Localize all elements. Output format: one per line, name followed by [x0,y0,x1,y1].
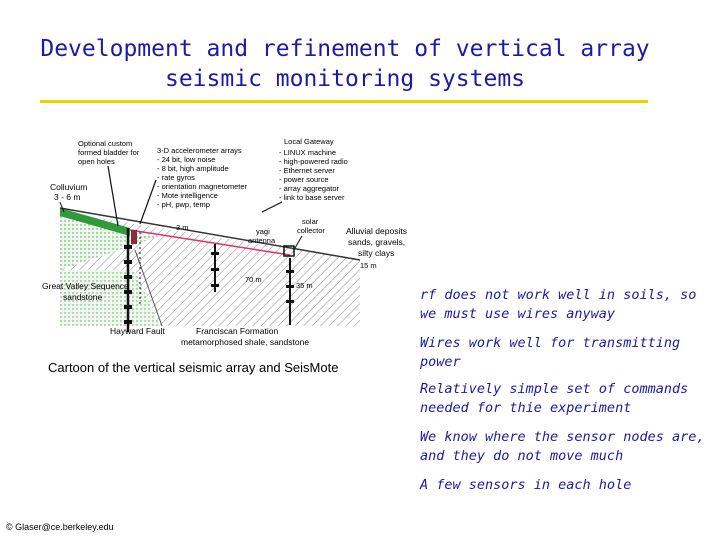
label-colluvium: Colluvium 3 - 6 m [50,182,90,202]
slide-title: Development and refinement of vertical a… [0,34,690,94]
label-franciscan: Franciscan Formation metamorphosed shale… [181,326,309,347]
slide-title-line-1: Development and refinement of vertical a… [40,36,650,62]
label-hayward-fault: Hayward Fault [110,326,165,336]
borehole-1-bladder [131,230,137,244]
label-gateway: Local Gateway - LINUX machine - high-pow… [279,137,350,202]
label-optional-bladder: Optional custom formed bladder for open … [78,139,141,166]
title-underline [40,100,648,103]
label-great-valley: Great Valley Sequence sandstone [42,281,131,302]
note-item: A few sensors in each hole [420,477,632,493]
notes-list: rf does not work well in soils, so we mu… [420,286,715,505]
colluvium-band [60,208,130,236]
note-item: We know where the sensor nodes are, and … [420,429,705,464]
leader-gateway [261,201,283,213]
gateway-box [283,245,295,257]
seismic-array-diagram: Optional custom formed bladder for open … [42,137,409,347]
label-yagi: yagi antenna [248,227,276,245]
ground-surface [59,207,361,261]
colluvium-layer [60,212,160,270]
label-alluvial: Alluvial deposits sands, gravels, silty … [346,226,409,258]
borehole-3-sensors [286,270,294,303]
label-depth-70m: 70 m [245,275,262,284]
label-depth-35m: 35 m [296,281,313,290]
leader-colluvium [59,201,65,213]
label-solar: solar collector [297,217,325,235]
note-item: Wires work well for transmitting power [420,335,681,370]
label-depth-3m: 3 m [176,223,189,232]
note-item: Relatively simple set of commands needed… [420,381,689,416]
antenna-link [129,229,291,256]
copyright-credit: © Glaser@ce.berkeley.edu [6,522,114,532]
label-depth-15m: 15 m [360,261,377,270]
label-accelerometer: 3-D accelerometer arrays - 24 bit, low n… [157,146,249,209]
great-valley-layer [60,270,160,326]
borehole-1-sensors [124,245,132,324]
leader-accelerometer [139,179,157,225]
borehole-2-sensors [211,252,219,287]
slide-title-line-2: seismic monitoring systems [164,66,526,92]
note-item: rf does not work well in soils, so we mu… [420,287,697,322]
diagram-caption: Cartoon of the vertical seismic array an… [48,360,339,375]
leader-bladder [107,165,119,227]
leader-solar [294,235,303,249]
